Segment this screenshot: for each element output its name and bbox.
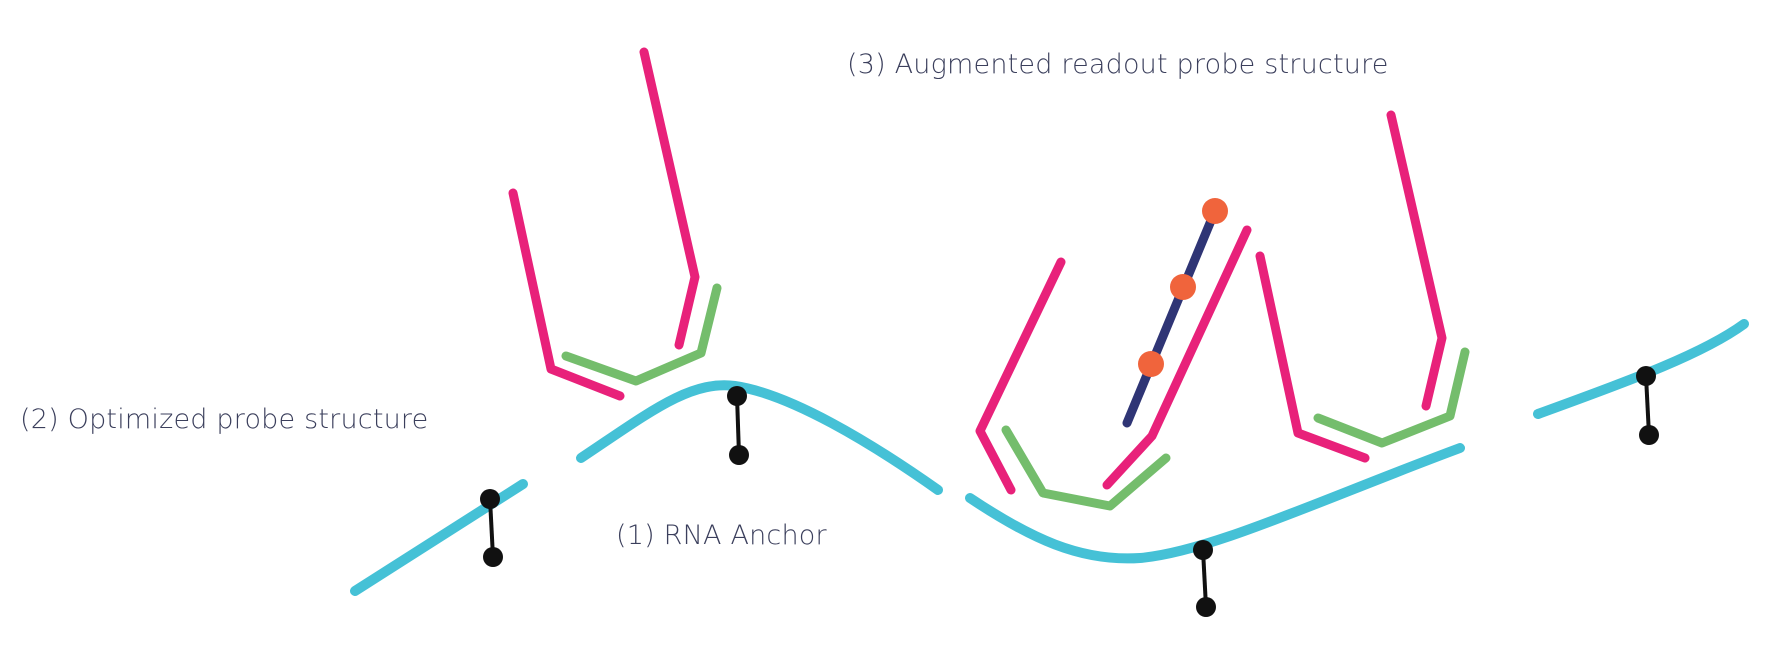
optimized-probe-label: (2) Optimized probe structure: [20, 404, 429, 435]
anchor-1-top-dot: [480, 489, 500, 509]
anchor-3-top-dot: [1193, 540, 1213, 560]
rna-anchors: [480, 366, 1659, 617]
anchor-3-bottom-dot: [1196, 597, 1216, 617]
anchor-4-bottom-dot: [1639, 425, 1659, 445]
augmented-probe-right-outer-arm: [1386, 110, 1447, 411]
augmented-probe-label: (3) Augmented readout probe structure: [847, 49, 1389, 80]
anchor-3: [1193, 540, 1216, 617]
fluorophore-3: [1138, 351, 1164, 377]
rna-segment-4: [1533, 319, 1749, 419]
augmented-probe-left-green-linker: [1001, 425, 1171, 511]
anchor-1-bottom-dot: [483, 547, 503, 567]
rna-strand: [350, 319, 1749, 596]
augmented-probe: [975, 110, 1470, 511]
anchor-4-top-dot: [1636, 366, 1656, 386]
optimized-probe-left-arm: [508, 188, 625, 401]
anchor-2-bottom-dot: [729, 445, 749, 465]
anchor-2-top-dot: [727, 386, 747, 406]
fluorophore-1: [1202, 198, 1228, 224]
augmented-probe-center-arm: [1102, 225, 1252, 490]
augmented-probe-right-inner-arm: [1255, 251, 1370, 463]
augmented-probe-left-arm: [975, 257, 1066, 495]
rna-anchor-label: (1) RNA Anchor: [616, 520, 827, 551]
optimized-probe-green-linker: [561, 283, 722, 386]
rna-segment-3: [965, 443, 1465, 564]
rna-segment-2: [576, 380, 943, 495]
anchor-1: [480, 489, 503, 567]
anchor-2: [727, 386, 749, 465]
fluorophore-2: [1170, 274, 1196, 300]
optimized-probe: [508, 47, 722, 401]
readout-strand: [1122, 198, 1228, 428]
readout-strand-line: [1122, 206, 1220, 428]
augmented-probe-right-green-linker: [1313, 347, 1470, 448]
anchor-4: [1636, 366, 1659, 445]
optimized-probe-right-arm: [639, 47, 700, 350]
